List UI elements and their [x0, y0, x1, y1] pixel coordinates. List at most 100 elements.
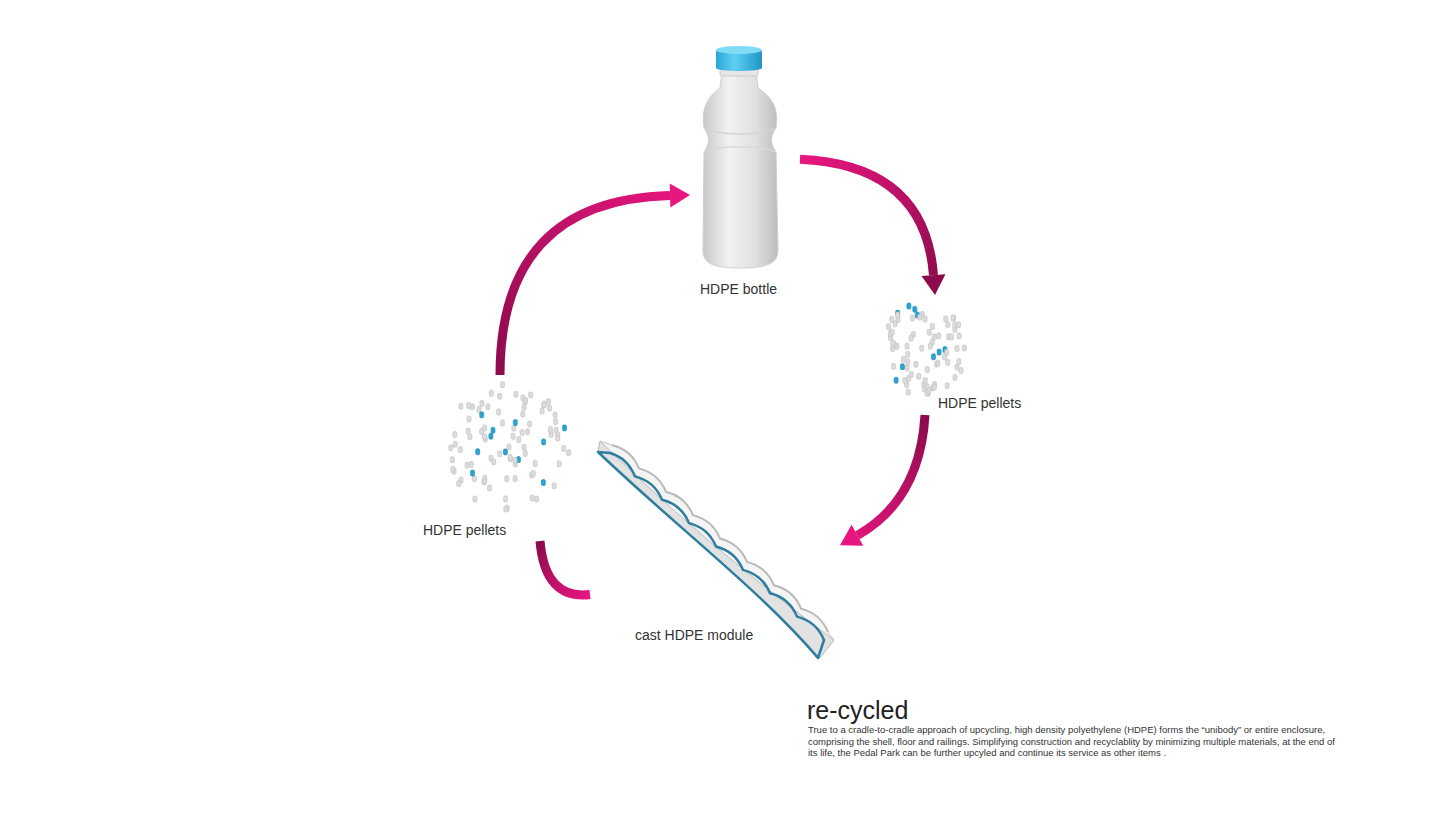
- pellet: [541, 480, 545, 486]
- pellet: [892, 363, 896, 369]
- pellet: [546, 399, 550, 405]
- pellet: [906, 351, 910, 357]
- pellet: [957, 322, 961, 328]
- pellet: [950, 334, 954, 340]
- pellet: [937, 333, 941, 339]
- pellet: [471, 404, 475, 410]
- pellet: [930, 323, 934, 329]
- pellet: [909, 371, 913, 377]
- pellet: [482, 479, 486, 485]
- pellet: [554, 419, 558, 425]
- pellet: [548, 405, 552, 411]
- pellet: [498, 393, 502, 399]
- pellet: [483, 434, 487, 440]
- pellet: [467, 402, 471, 408]
- pellet: [497, 409, 501, 415]
- pellet: [957, 359, 961, 365]
- cycle-arrow: [540, 541, 590, 595]
- pellet-cluster: [887, 303, 967, 396]
- pellet: [505, 476, 509, 482]
- pellet: [900, 364, 904, 370]
- pellet: [887, 324, 891, 330]
- pellet: [492, 459, 496, 465]
- pellet: [548, 427, 552, 433]
- pellet: [927, 329, 931, 335]
- pellet: [522, 404, 526, 410]
- pellet: [553, 412, 557, 418]
- pellet: [449, 445, 453, 451]
- pellet: [467, 416, 471, 422]
- pellet: [513, 457, 517, 463]
- pellet: [917, 373, 921, 379]
- bottle-illustration: [703, 46, 778, 268]
- illustration-node: HDPE bottle: [690, 40, 800, 305]
- pellet: [907, 303, 911, 309]
- pellet: [453, 441, 457, 447]
- pellet: [507, 444, 511, 450]
- pellet: [517, 437, 521, 443]
- pellet: [466, 428, 470, 434]
- pellet: [513, 476, 517, 482]
- pellet: [557, 461, 561, 467]
- pellet: [902, 356, 906, 362]
- pellet: [514, 391, 518, 397]
- pellet: [489, 390, 493, 396]
- pellet: [945, 383, 949, 389]
- pellet: [528, 421, 532, 427]
- pellet: [531, 470, 535, 476]
- pellet: [503, 449, 507, 455]
- pellet: [469, 462, 473, 468]
- pellet: [906, 359, 910, 365]
- pellet: [906, 389, 910, 395]
- pellet: [959, 368, 963, 374]
- pellet: [955, 345, 959, 351]
- pellet: [903, 378, 907, 384]
- pellet: [489, 433, 493, 439]
- pellet: [530, 495, 534, 501]
- pellet: [552, 483, 556, 489]
- cycle-arrow: [840, 415, 925, 546]
- pellet: [521, 411, 525, 417]
- pellet-cluster: [449, 382, 571, 512]
- pellet: [483, 479, 487, 485]
- pellet: [918, 314, 922, 320]
- pellet: [524, 397, 528, 403]
- pellet: [927, 388, 931, 394]
- pellet: [523, 451, 527, 457]
- module-illustration: [598, 441, 834, 658]
- pellet: [491, 427, 495, 433]
- caption-text: True to a cradle-to-cradle approach of u…: [808, 724, 1338, 759]
- illustration-node: HDPE pellets: [420, 375, 580, 541]
- pellet: [923, 316, 927, 322]
- pellet: [533, 461, 537, 467]
- pellet: [453, 432, 457, 438]
- pellet: [932, 334, 936, 340]
- node-label: HDPE pellets: [938, 395, 1021, 412]
- pellet: [953, 374, 957, 380]
- arrow-shaft: [800, 159, 933, 275]
- cycle-arrow: [500, 184, 690, 375]
- illustration-node: HDPE pellets: [875, 295, 1035, 415]
- pellet: [476, 449, 480, 455]
- pellet: [504, 506, 508, 512]
- pellet: [498, 451, 502, 457]
- pellet: [504, 496, 508, 502]
- arrow-head: [670, 184, 690, 208]
- pellet: [511, 433, 515, 439]
- pellet: [891, 346, 895, 352]
- pellet: [952, 315, 956, 321]
- pellet: [925, 367, 929, 373]
- pellet: [556, 435, 560, 441]
- pellet: [890, 329, 894, 335]
- pellet: [458, 447, 462, 453]
- pellet: [520, 430, 524, 436]
- pellet: [951, 315, 955, 321]
- pellet: [896, 312, 900, 318]
- pellet: [890, 316, 894, 322]
- pellet: [459, 403, 463, 409]
- pellet: [944, 316, 948, 322]
- pellet: [955, 364, 959, 370]
- pellet: [909, 335, 913, 341]
- pellet: [450, 457, 454, 463]
